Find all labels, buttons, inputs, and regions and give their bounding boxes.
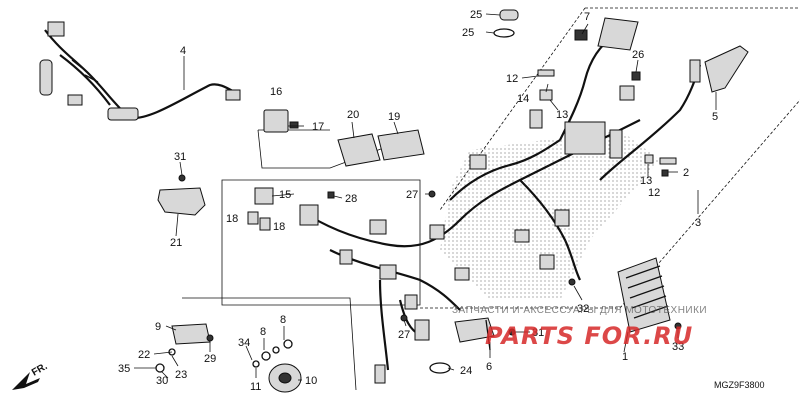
clip-26 xyxy=(631,71,641,81)
band-24 xyxy=(429,362,451,374)
callout-11: 11 xyxy=(250,381,261,393)
bracket-6 xyxy=(454,317,495,351)
connector-cover-5 xyxy=(704,45,749,93)
callout-1: 1 xyxy=(622,351,628,363)
callout-25a: 25 xyxy=(470,9,482,21)
subassembly-frame-horn xyxy=(182,297,357,391)
callout-8b: 8 xyxy=(260,326,266,338)
relay-15 xyxy=(254,187,274,205)
subassembly-frame-center xyxy=(221,179,421,306)
callout-18a: 18 xyxy=(226,213,238,225)
callout-7: 7 xyxy=(584,11,590,23)
watermark-text: ЗАПЧАСТИ И АКСЕССУАРЫ ДЛЯ МОТОТЕХНИКИ xyxy=(452,305,708,316)
callout-5: 5 xyxy=(712,111,718,123)
connector-cover-20 xyxy=(337,133,381,167)
callout-17: 17 xyxy=(312,121,324,133)
clip-group-12-13-14 xyxy=(537,69,677,177)
relay-18b xyxy=(259,217,271,231)
callout-18b: 18 xyxy=(273,221,285,233)
callout-9: 9 xyxy=(155,321,161,333)
callout-31a: 31 xyxy=(174,151,186,163)
sub-harness-4 xyxy=(39,21,241,121)
callout-33: 33 xyxy=(672,341,684,353)
callout-labels: 1 2 3 4 5 6 7 8 8 9 10 11 12 12 13 13 14… xyxy=(118,9,718,393)
callout-4: 4 xyxy=(180,45,186,57)
relay-16 xyxy=(263,109,299,133)
callout-6: 6 xyxy=(486,361,492,373)
callout-31b: 31 xyxy=(532,327,544,339)
callout-22: 22 xyxy=(138,349,150,361)
callout-14: 14 xyxy=(517,93,529,105)
callout-13b: 13 xyxy=(640,175,652,187)
callout-15: 15 xyxy=(279,189,291,201)
callout-16: 16 xyxy=(270,86,282,98)
callout-32: 32 xyxy=(577,303,589,315)
horn-10 xyxy=(268,363,302,393)
connector-cover-19 xyxy=(377,129,425,161)
callout-34: 34 xyxy=(238,337,250,349)
boot-25b xyxy=(493,28,515,38)
callout-20: 20 xyxy=(347,109,359,121)
bolt-32 xyxy=(568,278,576,286)
callout-21: 21 xyxy=(170,237,182,249)
regulator-1 xyxy=(617,257,671,333)
callout-27b: 27 xyxy=(398,329,410,341)
callout-12a: 12 xyxy=(506,73,518,85)
callout-23: 23 xyxy=(175,369,187,381)
relay-18a xyxy=(247,211,259,225)
callout-8a: 8 xyxy=(280,314,286,326)
front-arrow-icon xyxy=(12,372,40,390)
bolt-33 xyxy=(674,322,682,330)
callout-30: 30 xyxy=(156,375,168,387)
callout-29: 29 xyxy=(204,353,216,365)
callout-25b: 25 xyxy=(462,27,474,39)
horn-bracket-9 xyxy=(171,323,211,345)
callout-27a: 27 xyxy=(406,189,418,201)
callout-19: 19 xyxy=(388,111,400,123)
boot-25a xyxy=(499,9,519,21)
front-label: FR. xyxy=(30,361,50,379)
callout-26: 26 xyxy=(632,49,644,61)
callout-3: 3 xyxy=(695,217,701,229)
coupler-7 xyxy=(574,17,639,51)
leader-lines xyxy=(134,13,717,381)
diagram-code: MGZ9F3800 xyxy=(714,380,765,390)
callout-10: 10 xyxy=(305,375,317,387)
watermark-logo: PARTS FOR.RU xyxy=(485,322,694,350)
callout-2: 2 xyxy=(683,167,689,179)
bracket-21 xyxy=(157,174,206,216)
callout-24: 24 xyxy=(460,365,472,377)
callout-28: 28 xyxy=(345,193,357,205)
callout-35: 35 xyxy=(118,363,130,375)
callout-12b: 12 xyxy=(648,187,660,199)
callout-13a: 13 xyxy=(556,109,568,121)
clip-28 xyxy=(327,191,335,199)
